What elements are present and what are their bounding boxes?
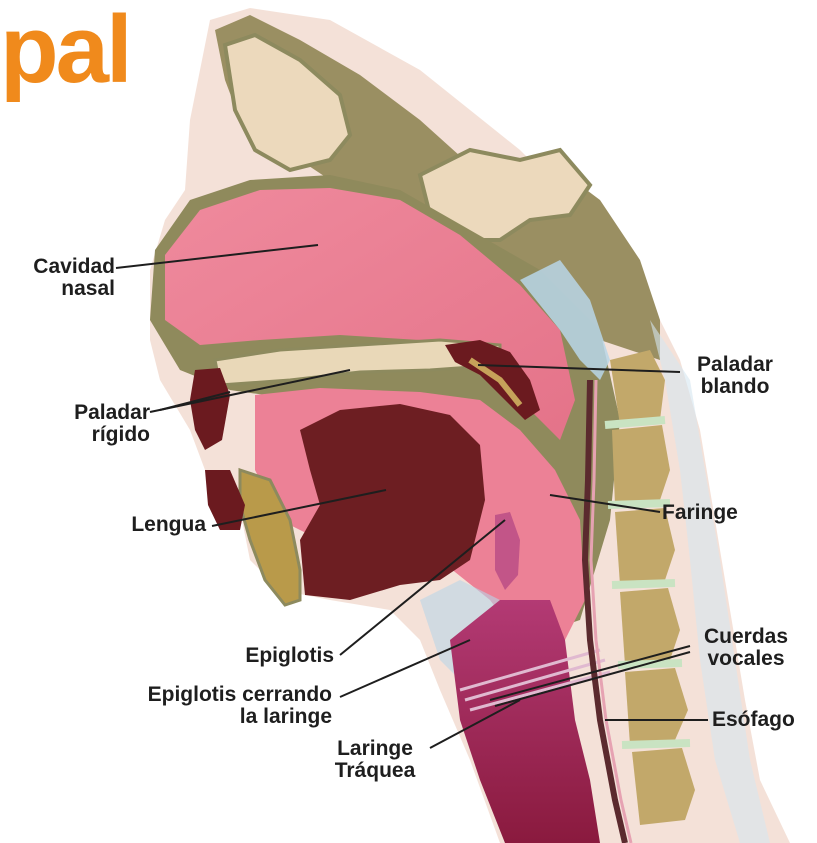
label-epiglotis: Epiglotis: [222, 645, 334, 667]
label-paladar-blando: Paladar blando: [680, 354, 790, 398]
label-lengua: Lengua: [110, 514, 206, 536]
label-paladar-rigido: Paladar rígido: [50, 402, 150, 446]
label-cuerdas-vocales: Cuerdas vocales: [690, 626, 802, 670]
label-laringe-traquea: Laringe Tráquea: [325, 738, 425, 782]
label-faringe: Faringe: [662, 502, 762, 524]
label-cavidad-nasal: Cavidad nasal: [12, 256, 115, 300]
label-esofago: Esófago: [712, 709, 812, 731]
page-title: pal: [0, 2, 130, 98]
label-epiglotis-cerrando: Epiglotis cerrando la laringe: [100, 684, 332, 728]
